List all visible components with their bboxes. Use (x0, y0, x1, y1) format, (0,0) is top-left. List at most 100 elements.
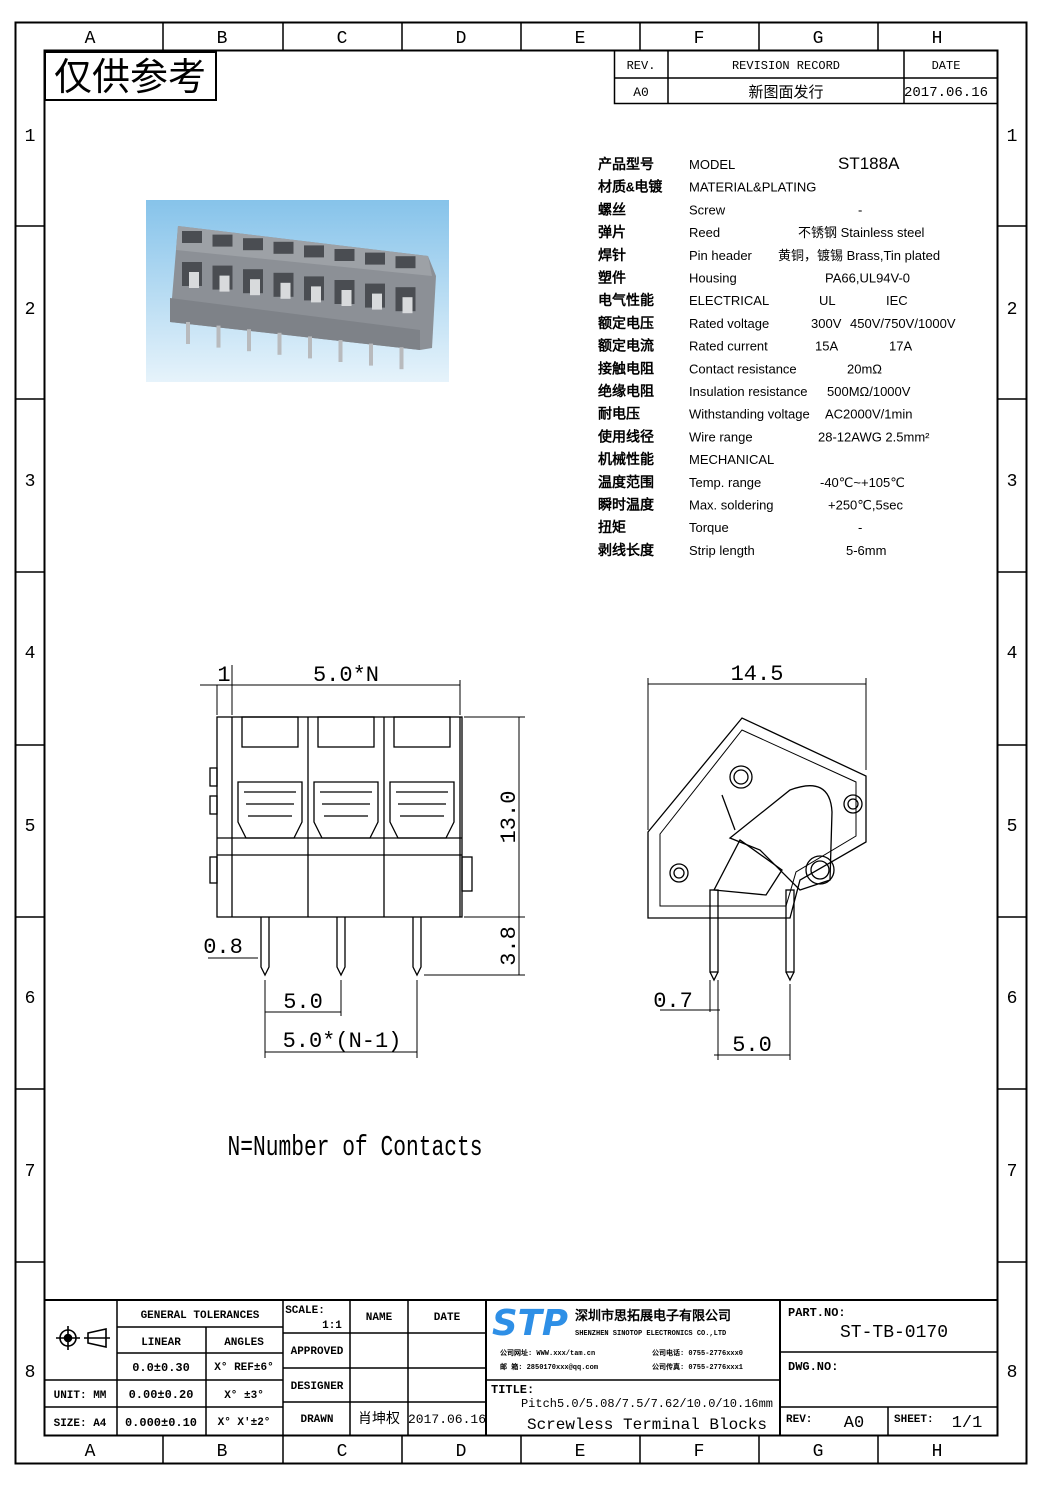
sheet-value: 1/1 (952, 1414, 983, 1433)
title-line-2: Screwless Terminal Blocks (527, 1416, 767, 1434)
grid-col-label: C (337, 1442, 348, 1462)
revision-table: REV. REVISION RECORD DATE A0 新图面发行 2017.… (613, 49, 999, 105)
dwg-no-label: DWG.NO: (788, 1360, 838, 1374)
photo-wire-slot (395, 256, 416, 269)
photo-pin (216, 325, 221, 348)
angles-label: ANGLES (224, 1337, 264, 1349)
rev-header: REV. (627, 59, 656, 73)
spec-label-cn: 材质&电镀 (598, 179, 663, 197)
spec-label-en: Reed (689, 225, 720, 240)
grid-col-label: E (575, 29, 586, 49)
photo-spring (311, 286, 321, 303)
spec-label-cn: 绝缘电阻 (598, 383, 654, 401)
spec-label-cn: 产品型号 (598, 156, 654, 174)
pin (260, 917, 270, 977)
spec-label-cn: 机械性能 (598, 451, 654, 469)
revision-record-header: REVISION RECORD (732, 59, 840, 73)
side-view-drawing (647, 678, 867, 1060)
date-header: DATE (434, 1312, 461, 1324)
grid-col-label: D (456, 29, 467, 49)
grid-row-label: 5 (25, 817, 36, 837)
photo-wire-slot (182, 231, 202, 243)
grid-row-label: 8 (1007, 1363, 1018, 1383)
spec-label-en: MATERIAL&PLATING (689, 180, 816, 195)
dim-pitch-label: 5.0 (283, 990, 323, 1015)
spec-label-cn: 塑件 (598, 270, 626, 288)
spec-value: 28-12AWG 2.5mm² (818, 429, 930, 444)
title-label: TITLE: (491, 1383, 534, 1397)
drawn-date: 2017.06.16 (408, 1412, 486, 1427)
revision-record-value: 新图面发行 (748, 84, 823, 102)
photo-pin (186, 322, 190, 344)
spec-label-cn: 扭矩 (598, 519, 626, 537)
grid-col-label: G (813, 1442, 824, 1462)
spec-value: -40℃~+105℃ (820, 475, 905, 490)
rev-label: REV: (786, 1414, 812, 1426)
spec-value: +250℃,5sec (828, 498, 903, 513)
grid-col-label: C (337, 29, 348, 49)
photo-pin (277, 332, 282, 355)
photo-wire-slot (365, 252, 385, 265)
spec-row: 塑件 Housing PA66,UL94V-0 (598, 270, 910, 288)
grid-row-label: 4 (1007, 644, 1018, 664)
release-slot (313, 781, 379, 839)
spec-label-cn: 接触电阻 (598, 360, 654, 378)
spec-label-en: Max. soldering (689, 498, 774, 513)
spec-label-en: Wire range (689, 429, 753, 444)
grid-col-label: H (932, 1442, 943, 1462)
release-slot (389, 781, 455, 839)
photo-wire-slot (304, 245, 324, 258)
linear-label: LINEAR (141, 1337, 181, 1349)
spec-label-cn: 剥线长度 (598, 542, 655, 560)
grid-row-label: 7 (1007, 1162, 1018, 1182)
pin (336, 917, 346, 977)
dim-pin-length-label: 3.8 (497, 926, 522, 966)
release-slot-lines (320, 791, 372, 817)
spec-label-en: Housing (689, 271, 737, 286)
drawn-label: DRAWN (300, 1414, 333, 1426)
dim-offset-label: 1 (217, 663, 230, 688)
spec-label-en: Rated current (689, 339, 768, 354)
grid-col-label: E (575, 1442, 586, 1462)
spec-label-cn: 电气性能 (598, 292, 654, 310)
company-logo: STP (492, 1303, 568, 1344)
rev-value: A0 (844, 1414, 864, 1433)
spec-value: AC2000V/1min (825, 407, 912, 422)
company-name-cn: 深圳市思拓展电子有限公司 (575, 1308, 731, 1324)
grid-row-label: 8 (25, 1363, 36, 1383)
spec-value-ul: UL (819, 293, 836, 308)
spec-value: 500MΩ/1000V (827, 384, 911, 399)
spec-label-cn: 螺丝 (598, 201, 626, 219)
photo-spring (402, 297, 413, 314)
photo-wire-slot (212, 234, 233, 247)
spec-value-iec: 450V/750V/1000V (850, 316, 956, 331)
grid-row-label: 6 (1007, 989, 1018, 1009)
spec-row: 材质&电镀 MATERIAL&PLATING (598, 179, 816, 197)
pin (412, 917, 422, 977)
grid-row-label: 7 (25, 1162, 36, 1182)
scale-value: 1:1 (322, 1320, 342, 1332)
dim-pin-dia-label: 0.8 (203, 935, 243, 960)
dim-total-pitch-label: 5.0*(N-1) (283, 1029, 402, 1054)
photo-pin (247, 329, 251, 352)
photo-spring (280, 282, 291, 299)
side-view-dimensions: 14.5 0.7 5.0 (653, 662, 783, 1058)
wire-entry (393, 716, 451, 748)
linear-tolerance-3: 0.000±0.10 (125, 1416, 197, 1430)
spec-value: PA66,UL94V-0 (825, 271, 910, 286)
spec-value: ST188A (838, 154, 900, 173)
release-slot-lines (396, 791, 448, 817)
grid-row-label: 3 (1007, 472, 1018, 492)
